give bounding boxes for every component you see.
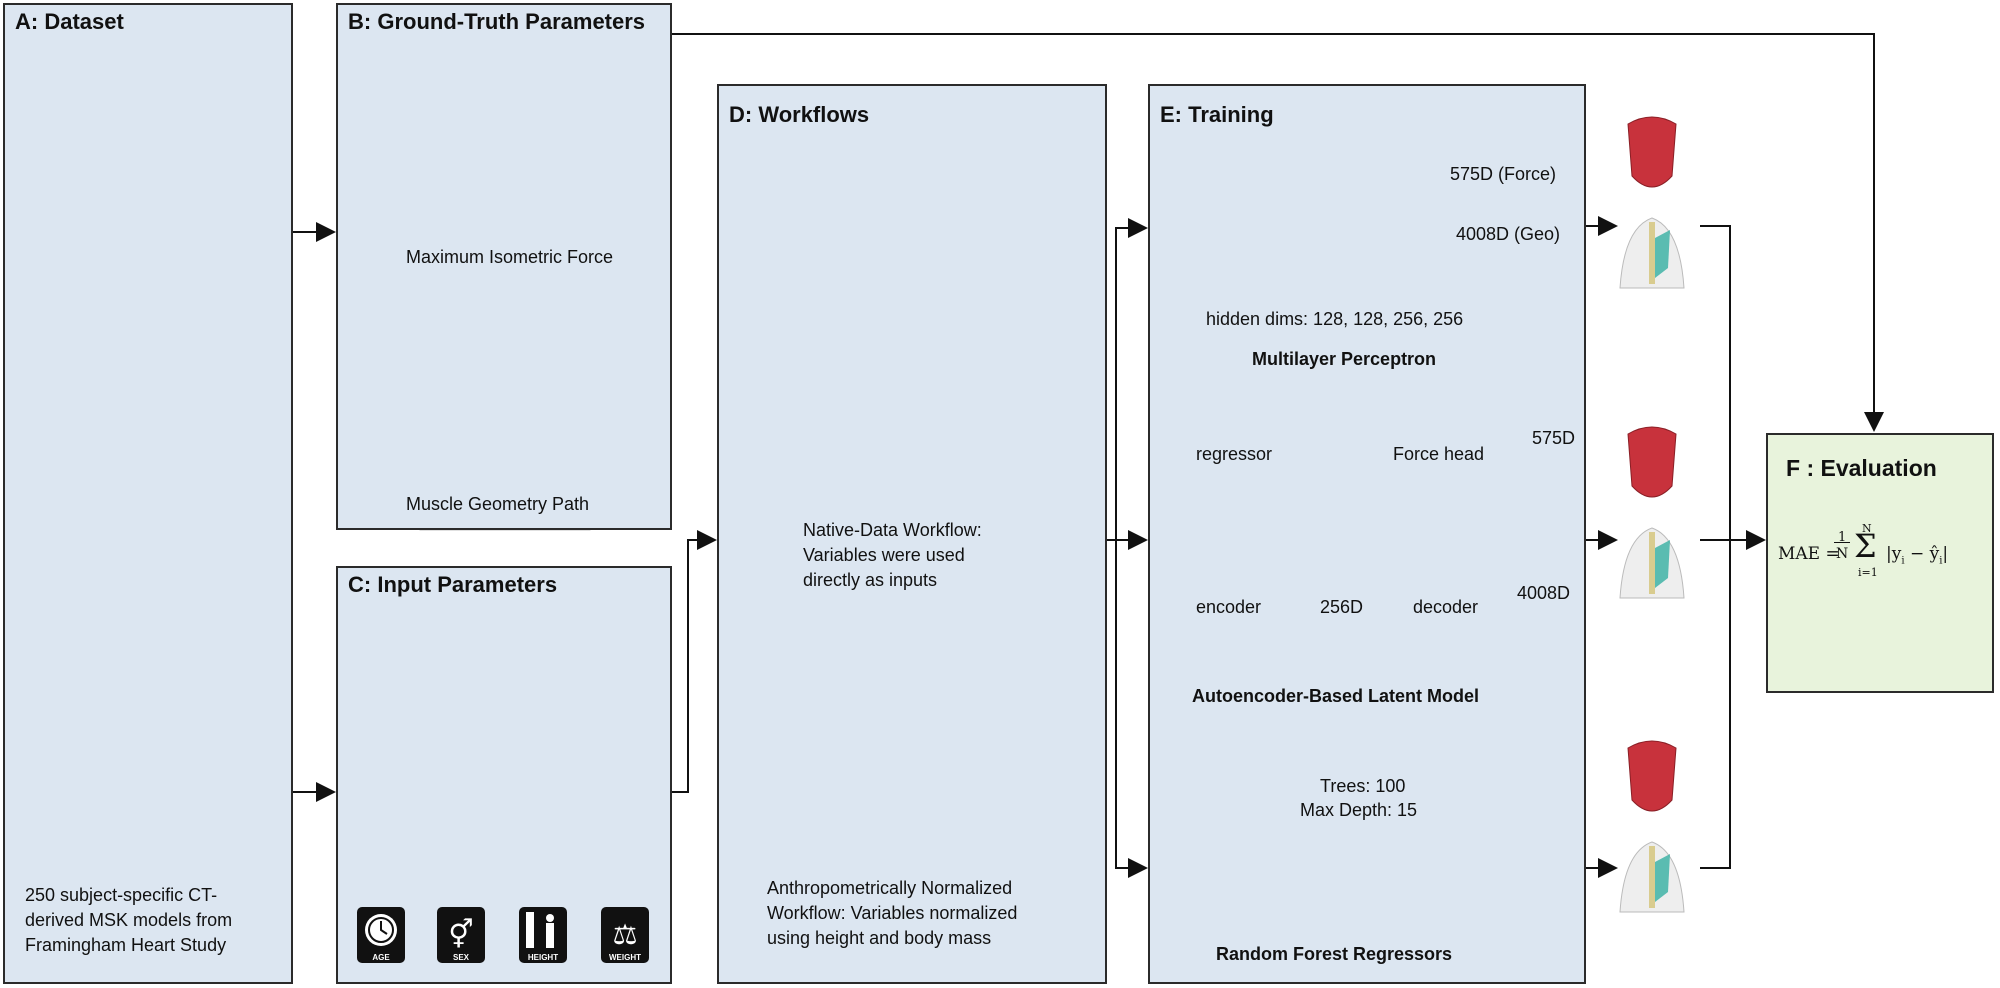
panel-dataset: A: Dataset 250 subject-specific CT- deri… xyxy=(3,3,293,984)
height-icon: HEIGHT xyxy=(518,906,568,969)
bracket-rf xyxy=(1700,540,1731,869)
ae-decoder-label: decoder xyxy=(1413,597,1479,617)
panel-training: E: Training xyxy=(1148,84,1586,984)
weight-icon: ⚖ WEIGHT xyxy=(600,906,650,969)
normalized-line-2: Workflow: Variables normalized xyxy=(767,903,1018,923)
ae-force-head-label: Force head xyxy=(1393,444,1485,464)
arrow-b-to-evaluation xyxy=(672,33,1884,432)
sum-upper: N xyxy=(1862,522,1872,535)
ae-force-output: 575D xyxy=(1532,428,1576,448)
force-label: Maximum Isometric Force xyxy=(406,247,614,267)
mlp-force-output: 575D (Force) xyxy=(1450,164,1557,184)
mlp-geo-output: 4008D (Geo) xyxy=(1456,224,1561,244)
ae-latent-label: 256D xyxy=(1320,597,1364,617)
arrow-d-to-rf xyxy=(1115,540,1148,878)
arrow-d-to-mlp xyxy=(1107,218,1148,541)
ae-geo-output: 4008D xyxy=(1517,583,1571,603)
rf-trees-label: Trees: 100 xyxy=(1320,776,1406,796)
panel-ground-truth: B: Ground-Truth Parameters Maximum Isome… xyxy=(336,3,672,530)
panel-input-title: C: Input Parameters xyxy=(348,572,558,597)
svg-text:WEIGHT: WEIGHT xyxy=(609,953,641,962)
rf-depth-label: Max Depth: 15 xyxy=(1300,800,1418,820)
native-workflow-caption: Native-Data Workflow: Variables were use… xyxy=(803,518,982,593)
rf-name: Random Forest Regressors xyxy=(1216,944,1453,964)
ae-encoder-label: encoder xyxy=(1196,597,1262,617)
ae-name: Autoencoder-Based Latent Model xyxy=(1192,686,1480,706)
mae-formula: MAE = 1 N N Σ i=1 |yi − ŷi| xyxy=(1778,522,1949,579)
normalized-line-3: using height and body mass xyxy=(767,928,992,948)
prediction-muscle xyxy=(1655,854,1670,902)
dataset-caption-line-2: derived MSK models from xyxy=(25,910,233,930)
svg-text:AGE: AGE xyxy=(372,953,390,962)
prediction-force-thumbnail xyxy=(1627,740,1677,812)
native-line-2: Variables were used xyxy=(803,545,965,565)
native-line-1: Native-Data Workflow: xyxy=(803,520,982,540)
prediction-spine xyxy=(1649,222,1655,284)
native-line-3: directly as inputs xyxy=(803,570,938,590)
panel-workflows: D: Workflows Native-Data Workflow: Varia… xyxy=(717,84,1107,984)
svg-text:⚖: ⚖ xyxy=(612,919,637,950)
ae-regressor-label: regressor xyxy=(1196,444,1273,464)
svg-text:SEX: SEX xyxy=(453,953,470,962)
prediction-muscle xyxy=(1655,540,1670,588)
prediction-spine xyxy=(1649,532,1655,594)
mlp-name: Multilayer Perceptron xyxy=(1252,349,1437,369)
arrow-c-to-d xyxy=(672,530,717,793)
panel-training-title: E: Training xyxy=(1160,102,1274,127)
svg-text:⚥: ⚥ xyxy=(448,918,473,950)
age-icon: AGE xyxy=(356,906,406,969)
panel-evaluation-title: F : Evaluation xyxy=(1786,455,1937,481)
sex-icon: ⚥ SEX xyxy=(436,906,486,969)
sum-lower: i=1 xyxy=(1858,566,1878,579)
svg-text:HEIGHT: HEIGHT xyxy=(528,953,558,962)
panel-workflows-title: D: Workflows xyxy=(729,102,870,127)
mlp-hidden-dims: hidden dims: 128, 128, 256, 256 xyxy=(1206,309,1464,329)
prediction-force-thumbnail xyxy=(1627,116,1677,188)
prediction-spine xyxy=(1649,846,1655,908)
dataset-caption: 250 subject-specific CT- derived MSK mod… xyxy=(25,883,232,958)
geometry-label: Muscle Geometry Path xyxy=(406,494,590,514)
panel-dataset-title: A: Dataset xyxy=(15,9,124,34)
normalized-line-1: Anthropometrically Normalized xyxy=(767,878,1013,898)
dataset-caption-line-1: 250 subject-specific CT- xyxy=(25,885,218,905)
prediction-muscle xyxy=(1655,230,1670,278)
normalized-workflow-caption: Anthropometrically Normalized Workflow: … xyxy=(767,876,1017,951)
prediction-force-thumbnail xyxy=(1627,426,1677,498)
bracket-mlp xyxy=(1700,225,1731,540)
panel-ground-truth-title: B: Ground-Truth Parameters xyxy=(348,9,646,34)
panel-evaluation: F : Evaluation xyxy=(1766,433,1994,693)
dataset-caption-line-3: Framingham Heart Study xyxy=(25,935,227,955)
